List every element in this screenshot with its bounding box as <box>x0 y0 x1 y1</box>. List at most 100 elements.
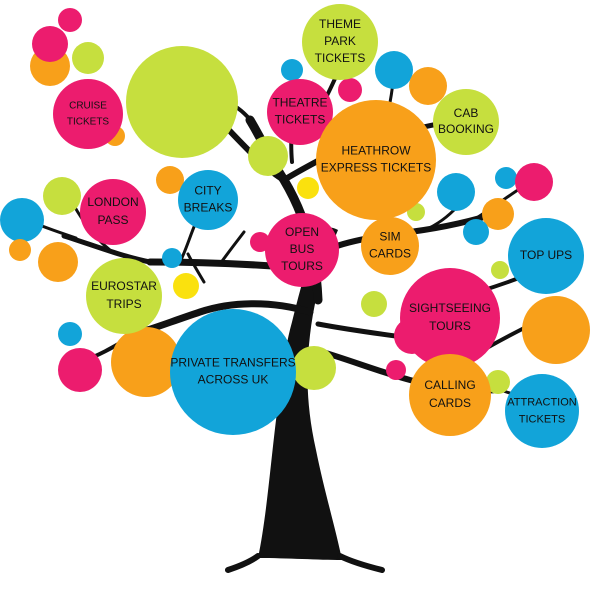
service-bubble-city-breaks: CITY BREAKS <box>178 170 238 230</box>
decorative-dot <box>162 248 182 268</box>
service-label-line: TICKETS <box>275 113 326 127</box>
service-label-line: PARK <box>324 34 356 48</box>
service-label-line: TICKETS <box>67 117 110 128</box>
service-label-line: SIGHTSEEING <box>409 301 491 315</box>
service-label-line: OPEN <box>285 225 319 239</box>
service-bubble-cab-booking: CAB BOOKING <box>433 89 499 155</box>
decorative-dot <box>297 177 319 199</box>
decorative-dot <box>486 370 510 394</box>
service-bubble-circle <box>316 100 436 220</box>
decorative-dot <box>58 348 102 392</box>
decorative-dot <box>482 198 514 230</box>
branch <box>61 233 153 265</box>
service-bubble-circle <box>80 179 146 245</box>
decorative-dot <box>491 261 509 279</box>
service-bubble-sightseeing-tours: SIGHTSEEING TOURS <box>400 268 500 368</box>
service-bubble-circle <box>53 79 123 149</box>
service-label-line: CAB <box>454 106 479 120</box>
decorative-dots <box>0 8 590 397</box>
service-bubble-circle <box>361 217 419 275</box>
service-label-line: SIM <box>379 230 400 244</box>
service-bubble-circle <box>170 309 296 435</box>
service-label-line: PRIVATE TRANSFERS <box>170 356 295 370</box>
decorative-dot <box>9 239 31 261</box>
service-bubble-circle <box>265 213 339 287</box>
decorative-dot <box>32 26 68 62</box>
decorative-dot <box>292 346 336 390</box>
service-bubble-circle <box>409 354 491 436</box>
service-label-line: HEATHROW <box>341 144 411 158</box>
decorative-dot <box>58 322 82 346</box>
decorative-dot <box>72 42 104 74</box>
service-label-line: CALLING <box>424 378 475 392</box>
service-label-line: TICKETS <box>315 51 366 65</box>
service-label-line: BOOKING <box>438 122 494 136</box>
decorative-dot <box>173 273 199 299</box>
decorative-dot <box>437 173 475 211</box>
service-bubble-calling-cards: CALLING CARDS <box>409 354 491 436</box>
service-bubble-circle <box>400 268 500 368</box>
service-label-line: LONDON <box>87 195 138 209</box>
service-bubble-london-pass: LONDON PASS <box>80 179 146 245</box>
service-label-line: TICKETS <box>519 413 565 425</box>
service-bubble-circle <box>433 89 499 155</box>
service-bubble-theatre-tickets: THEATRE TICKETS <box>267 79 333 145</box>
service-label-line: BREAKS <box>184 201 233 215</box>
decorative-dot <box>126 46 238 158</box>
tree-trunk <box>258 227 342 560</box>
decorative-dot <box>281 59 303 81</box>
service-bubble-eurostar-trips: EUROSTAR TRIPS <box>86 258 162 334</box>
decorative-dot <box>38 242 78 282</box>
service-bubble-circle <box>178 170 238 230</box>
decorative-dot <box>0 198 44 242</box>
service-label-line: THEATRE <box>272 96 327 110</box>
decorative-dot <box>361 291 387 317</box>
decorative-dot <box>463 219 489 245</box>
service-bubble-circle <box>505 374 579 448</box>
service-bubble-circle <box>302 4 378 80</box>
branch <box>186 252 206 284</box>
service-label-line: TRIPS <box>106 297 141 311</box>
decorative-dot <box>522 296 590 364</box>
decorative-dot <box>495 167 517 189</box>
service-label-line: PASS <box>97 213 128 227</box>
service-bubble-cruise-tickets: CRUISE TICKETS <box>53 79 123 149</box>
service-bubble-circle <box>86 258 162 334</box>
service-label-line: ACROSS UK <box>198 373 269 387</box>
service-bubbles: THEME PARK TICKETS CRUISE TICKETS THEATRE TICK… <box>53 4 584 448</box>
service-label-line: THEME <box>319 17 361 31</box>
branch <box>418 208 456 234</box>
tree-root <box>225 553 261 573</box>
service-bubble-circle <box>508 218 584 294</box>
decorative-dot <box>515 163 553 201</box>
decorative-dot <box>156 166 184 194</box>
decorative-dot <box>386 360 406 380</box>
service-label-line: TOP UPS <box>520 248 572 262</box>
decorative-dot <box>250 232 270 252</box>
service-label-line: CRUISE <box>69 101 107 112</box>
service-bubble-circle <box>267 79 333 145</box>
service-label-line: TOURS <box>429 319 471 333</box>
service-label-line: TOURS <box>281 259 323 273</box>
service-label-line: EXPRESS TICKETS <box>321 161 431 175</box>
service-bubble-private-transfers-across-uk: PRIVATE TRANSFERS ACROSS UK <box>170 309 296 435</box>
decorative-dot <box>248 136 288 176</box>
service-label-line: CITY <box>194 184 221 198</box>
service-bubble-attraction-tickets: ATTRACTION TICKETS <box>505 374 579 448</box>
service-label-line: ATTRACTION <box>507 396 577 408</box>
tree-root <box>337 553 385 573</box>
service-label-line: EUROSTAR <box>91 279 157 293</box>
decorative-dot <box>375 51 413 89</box>
service-bubble-top-ups: TOP UPS <box>508 218 584 294</box>
decorative-dot <box>338 78 362 102</box>
branch <box>218 230 246 266</box>
decorative-dot <box>409 67 447 105</box>
decorative-dot <box>43 177 81 215</box>
decorative-dot <box>58 8 82 32</box>
service-label-line: CARDS <box>429 396 471 410</box>
decorative-dot <box>111 327 181 397</box>
